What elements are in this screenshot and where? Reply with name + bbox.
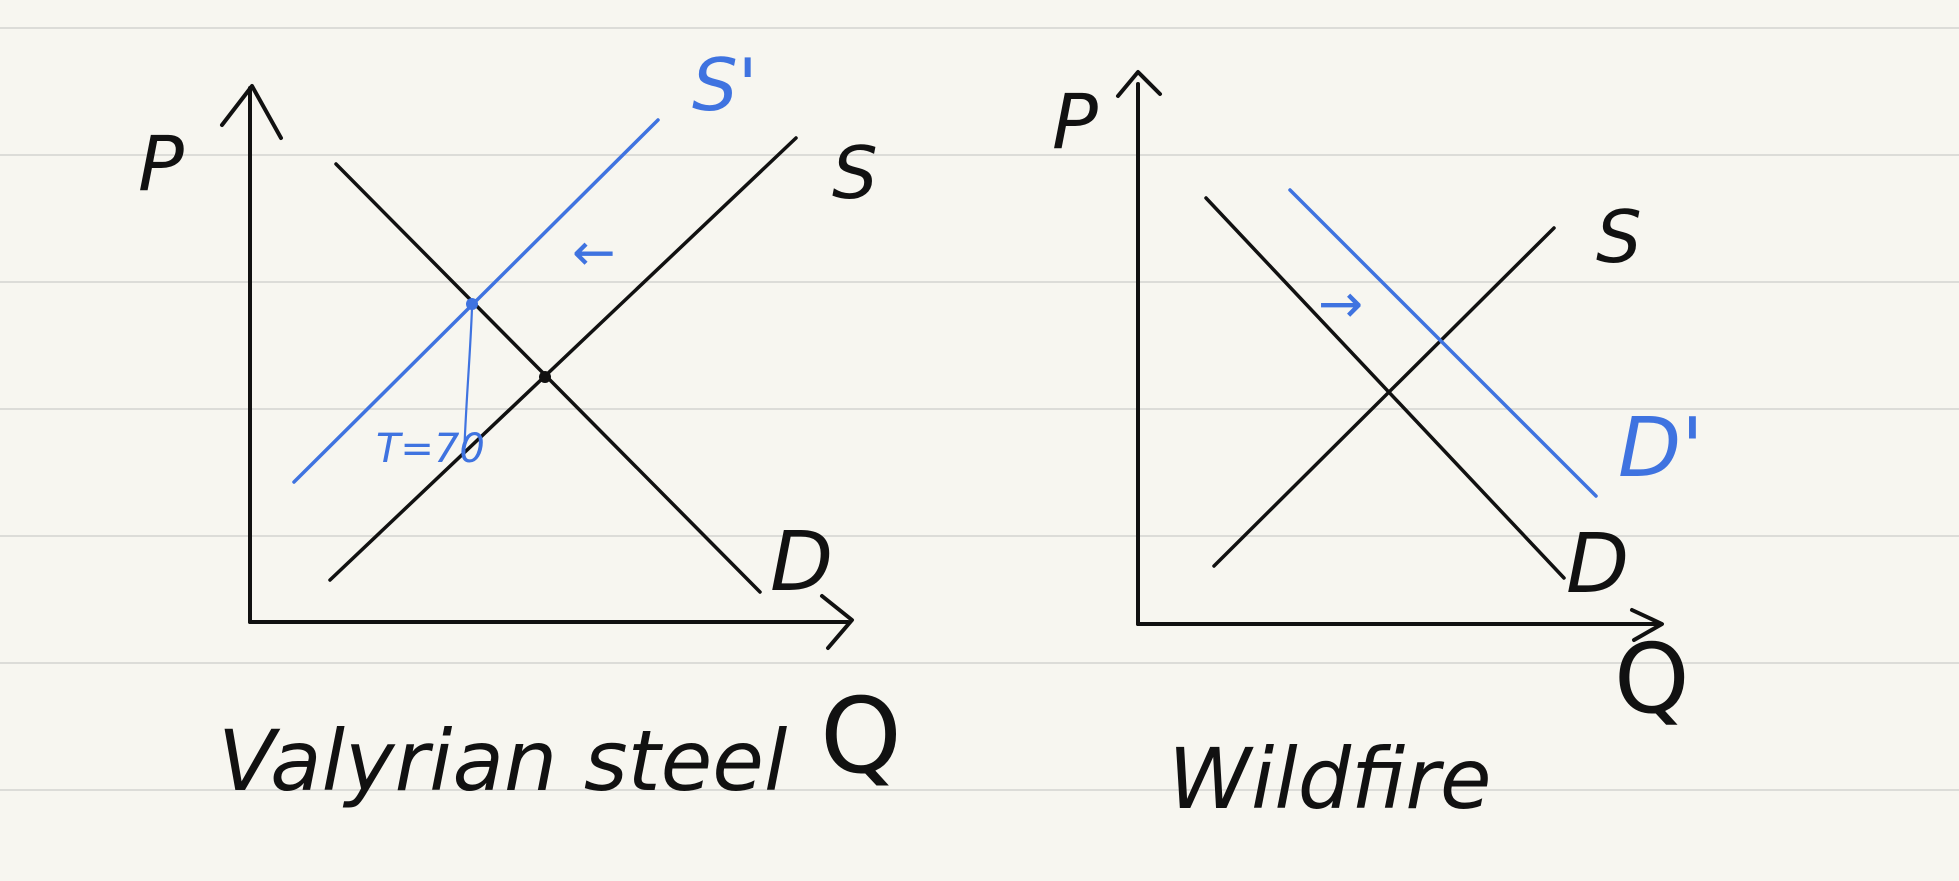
right-demand-label: D <box>1566 517 1629 612</box>
left-demand-label: D <box>770 515 833 610</box>
right-demand-curve <box>1204 196 1566 580</box>
left-y-axis-label: P <box>138 119 184 208</box>
left-diagram-title: Valyrian steel <box>218 712 787 810</box>
left-new-equilibrium-point <box>466 298 478 310</box>
left-supply-shift-arrow: ← <box>572 223 616 283</box>
right-y-axis-label: P <box>1052 77 1098 166</box>
right-supply-label: S <box>1596 195 1642 279</box>
left-new-supply-label: S' <box>692 43 758 127</box>
left-x-axis-label: Q <box>820 675 902 797</box>
right-demand-shift-arrow: → <box>1318 272 1363 335</box>
left-quantity-axis-arrowhead <box>820 594 854 650</box>
left-original-equilibrium-point <box>539 371 551 383</box>
tax-label: T=70 <box>376 426 485 472</box>
left-supply-curve <box>328 136 798 582</box>
right-new-demand-curve <box>1288 188 1598 498</box>
valyrian-steel-diagram: ← P Q S S' D T=70 Valyrian steel <box>138 43 902 810</box>
right-x-axis-label: Q <box>1614 623 1690 735</box>
wildfire-diagram: → P Q S D' D Wildfire <box>1052 70 1704 828</box>
left-price-axis-arrowhead <box>220 84 283 140</box>
tax-wedge-line <box>462 306 474 460</box>
right-price-axis-arrowhead <box>1116 70 1162 98</box>
ruled-lines <box>0 27 1959 791</box>
right-new-demand-label: D' <box>1618 401 1704 496</box>
left-supply-label: S <box>832 131 878 215</box>
right-quantity-axis-arrowhead <box>1630 608 1664 642</box>
right-diagram-title: Wildfire <box>1168 730 1492 828</box>
right-supply-curve <box>1212 226 1556 568</box>
